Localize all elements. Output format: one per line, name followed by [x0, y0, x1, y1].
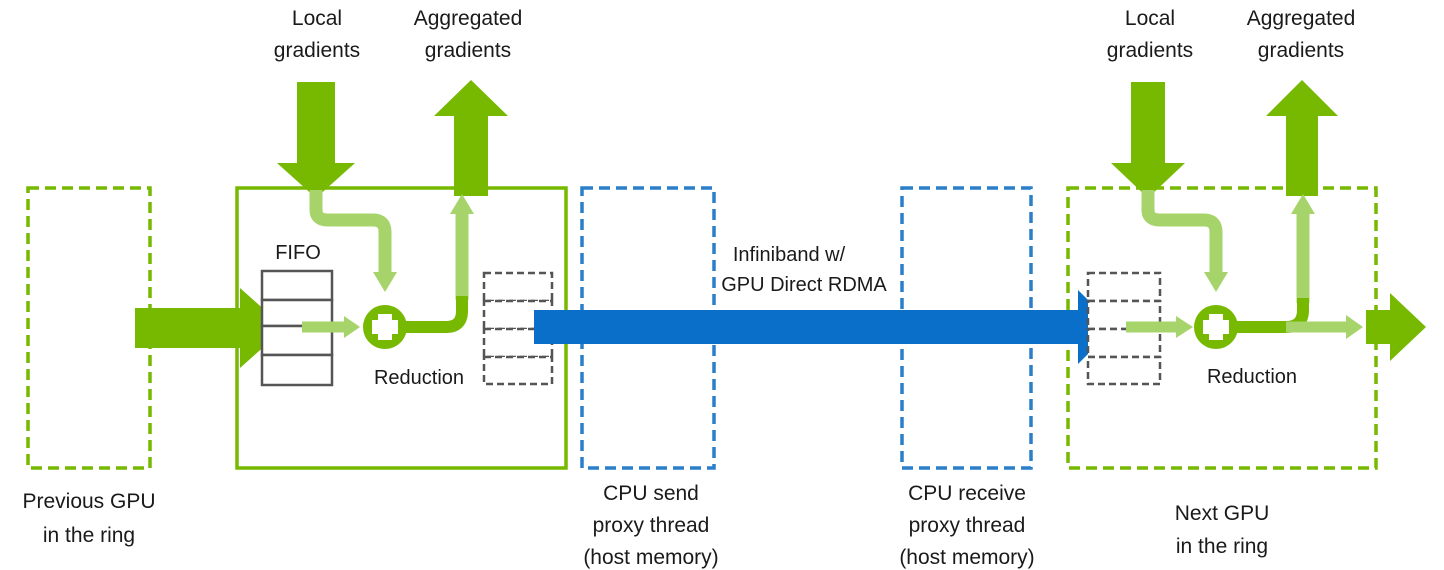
next-reduction-plus-icon: [1194, 305, 1238, 349]
local-gradients-label-line1: Local: [292, 7, 342, 30]
next-aggregated-gradients-up-arrow: [1266, 80, 1338, 196]
network-label-line2: GPU Direct RDMA: [721, 274, 887, 296]
cpu-receive-label-line1: CPU receive: [908, 482, 1026, 505]
next-aggregated-gradients-label-line1: Aggregated: [1247, 7, 1356, 30]
previous-gpu-box: [26, 186, 152, 470]
local-gradients-down-arrow: [277, 82, 355, 198]
previous-gpu-to-fifo-arrow: [135, 288, 285, 368]
cpu-receive-label-line3: (host memory): [899, 546, 1034, 569]
next-local-flow-arrowhead: [1204, 272, 1228, 292]
cpu-send-label-line3: (host memory): [583, 546, 718, 569]
local-gradients-label-line2: gradients: [274, 39, 360, 62]
network-label-line1: Infiniband w/: [733, 244, 846, 266]
next-aggregated-flow-arrowhead: [1291, 194, 1315, 214]
send-buffer: [482, 271, 554, 386]
aggregated-flow-arrowhead: [450, 194, 474, 214]
aggregated-gradients-label-line2: gradients: [425, 39, 511, 62]
reduction-label: Reduction: [374, 367, 464, 389]
local-flow-arrowhead: [373, 272, 397, 292]
cpu-send-label-line2: proxy thread: [593, 514, 710, 537]
next-aggregated-gradients-label-line2: gradients: [1258, 39, 1344, 62]
previous-gpu-label-line2: in the ring: [43, 524, 135, 547]
next-reduction-label: Reduction: [1207, 366, 1297, 388]
aggregated-gradients-up-arrow: [434, 80, 508, 196]
infiniband-rdma-arrow: [534, 290, 1115, 364]
aggregated-gradients-label-line1: Aggregated: [414, 7, 523, 30]
next-gpu-label-line2: in the ring: [1176, 535, 1268, 558]
next-gpu-output-arrow: [1366, 293, 1426, 361]
reduction-plus-icon: [363, 305, 407, 349]
cpu-receive-label-line2: proxy thread: [909, 514, 1026, 537]
next-reduction-right-arrowhead: [1346, 315, 1363, 339]
next-local-flow-path: [1141, 190, 1223, 274]
fifo-buffer: [260, 269, 334, 387]
cpu-send-label-line1: CPU send: [603, 482, 699, 505]
fifo-label: FIFO: [275, 242, 321, 264]
local-gradients-flow-path: [309, 190, 392, 274]
next-local-gradients-label-line1: Local: [1125, 7, 1175, 30]
previous-gpu-label-line1: Previous GPU: [22, 490, 155, 513]
next-local-gradients-label-line2: gradients: [1107, 39, 1193, 62]
reduction-output-path: [405, 296, 468, 333]
buffer-to-reduction-arrowhead: [1176, 316, 1193, 338]
receive-buffer: [1086, 271, 1162, 386]
fifo-to-reduction-arrowhead: [344, 316, 360, 338]
next-local-gradients-down-arrow: [1111, 82, 1185, 198]
next-gpu-label-line1: Next GPU: [1175, 502, 1270, 525]
